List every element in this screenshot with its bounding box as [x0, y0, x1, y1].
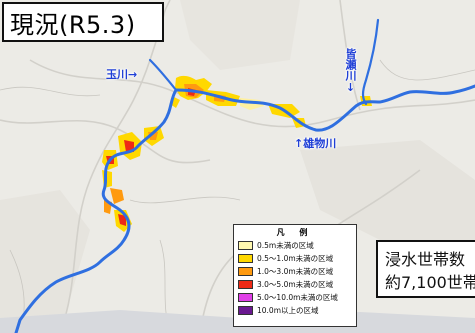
flooded-households-value: 約7,100世帯: [385, 273, 475, 292]
terrain-patch: [300, 140, 475, 240]
river-label-minasegawa: 皆瀬川↓: [344, 48, 357, 94]
river-omonogawa-lower: [14, 88, 178, 333]
flood-area: [124, 140, 134, 152]
legend-item-label: 5.0～10.0m未満の区域: [257, 293, 338, 302]
legend-swatch: [238, 280, 253, 289]
road: [129, 196, 241, 204]
legend-item: 10.0m以上の区域: [238, 304, 352, 317]
flood-area: [118, 214, 126, 226]
legend-item: 0.5m未満の区域: [238, 239, 352, 252]
road: [29, 59, 475, 128]
road: [379, 59, 475, 81]
legend-item: 0.5～1.0m未満の区域: [238, 252, 352, 265]
map-title-box: 現況(R5.3): [2, 2, 164, 42]
legend: 凡 例 0.5m未満の区域 0.5～1.0m未満の区域 1.0～3.0m未満の区…: [233, 224, 357, 327]
road: [0, 119, 211, 164]
flood-area: [110, 188, 124, 204]
legend-item-label: 0.5m未満の区域: [257, 241, 314, 250]
river-label-tamagawa: 玉川→: [106, 68, 138, 81]
flooded-households-label: 浸水世帯数: [385, 250, 466, 269]
road: [0, 86, 101, 97]
legend-swatch: [238, 241, 253, 250]
legend-item-label: 3.0～5.0m未満の区域: [257, 280, 334, 289]
legend-title: 凡 例: [276, 228, 314, 237]
legend-item-label: 0.5～1.0m未満の区域: [257, 254, 334, 263]
legend-item-label: 10.0m以上の区域: [257, 306, 319, 315]
legend-swatch: [238, 293, 253, 302]
legend-item: 3.0～5.0m未満の区域: [238, 278, 352, 291]
flooded-households-box: 浸水世帯数 約7,100世帯: [376, 240, 475, 298]
river-minasegawa: [361, 18, 380, 106]
terrain-patch: [180, 0, 300, 70]
road: [339, 0, 361, 111]
river-tamagawa: [148, 58, 178, 92]
rivers: [14, 18, 475, 333]
river-label-omonogawa: ↑雄物川: [294, 137, 337, 150]
map-title: 現況(R5.3): [10, 10, 136, 39]
legend-item: 1.0～3.0m未満の区域: [238, 265, 352, 278]
terrain-patch: [0, 190, 90, 333]
legend-item-label: 1.0～3.0m未満の区域: [257, 267, 334, 276]
legend-swatch: [238, 254, 253, 263]
river-omonogawa: [174, 84, 475, 132]
legend-swatch: [238, 306, 253, 315]
legend-item: 5.0～10.0m未満の区域: [238, 291, 352, 304]
legend-swatch: [238, 267, 253, 276]
